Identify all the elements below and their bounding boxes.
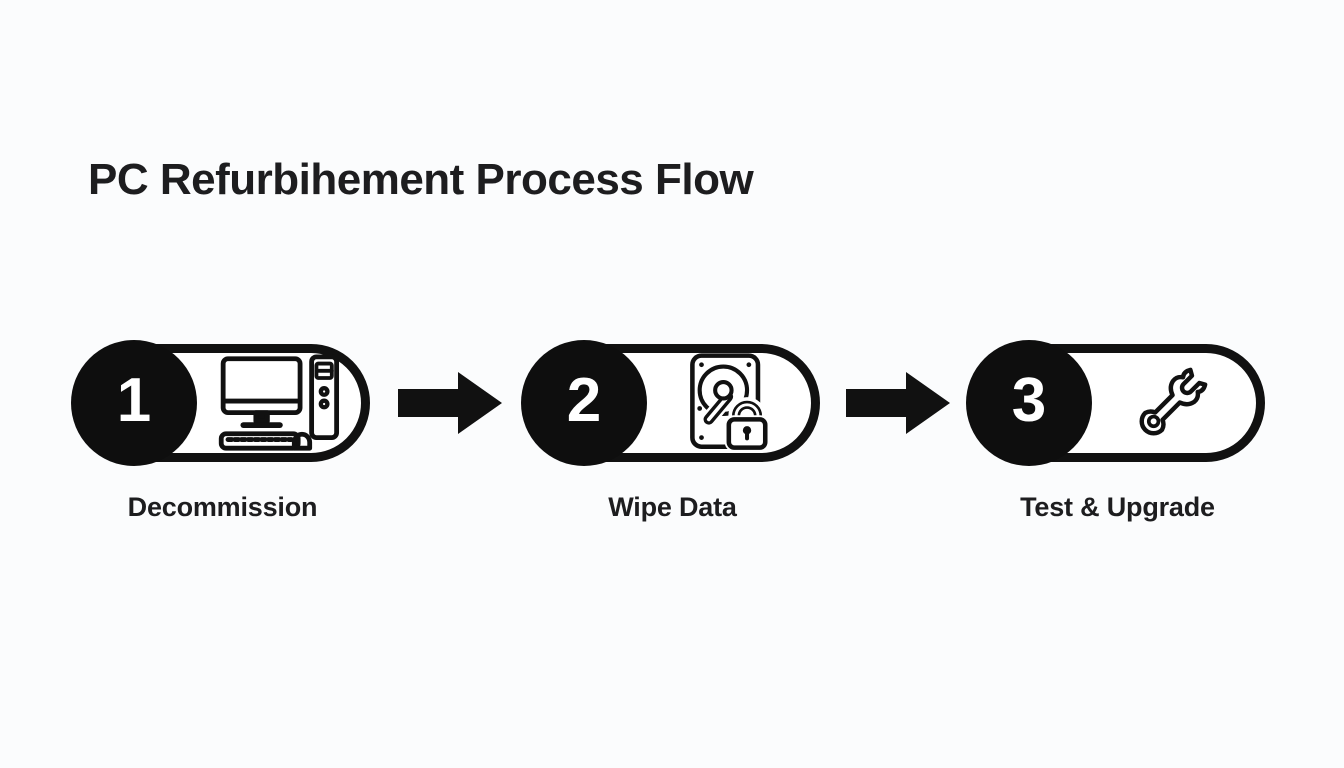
step-pill: 2 bbox=[521, 340, 820, 466]
step-label: Test & Upgrade bbox=[1020, 492, 1215, 522]
step-decommission: 1 Decommission bbox=[71, 340, 370, 523]
step-number: 1 bbox=[116, 366, 152, 435]
step-label: Wipe Data bbox=[608, 492, 737, 522]
page-title: PC Refurbihement Process Flow bbox=[88, 155, 754, 204]
step-number-badge: 1 bbox=[71, 340, 197, 466]
arrow-right-icon bbox=[398, 372, 502, 434]
step-pill: 3 bbox=[966, 340, 1265, 466]
step-test-upgrade: 3 Test & Upgrade bbox=[966, 340, 1265, 523]
step-label: Decommission bbox=[127, 492, 318, 522]
step-icon-wrap bbox=[646, 353, 807, 453]
step-wipe-data: 2 bbox=[521, 340, 820, 523]
step-number-badge: 2 bbox=[521, 340, 647, 466]
arrow-right-icon bbox=[846, 372, 950, 434]
step-number-badge: 3 bbox=[966, 340, 1092, 466]
wrench-icon bbox=[1139, 367, 1207, 436]
step-number: 3 bbox=[1011, 366, 1047, 435]
step-icon-wrap bbox=[196, 353, 357, 453]
desktop-computer-icon bbox=[218, 354, 339, 451]
step-pill: 1 bbox=[71, 340, 370, 466]
step-icon-wrap bbox=[1091, 353, 1252, 453]
step-number: 2 bbox=[566, 366, 602, 435]
hard-drive-secure-erase-icon bbox=[689, 353, 769, 452]
